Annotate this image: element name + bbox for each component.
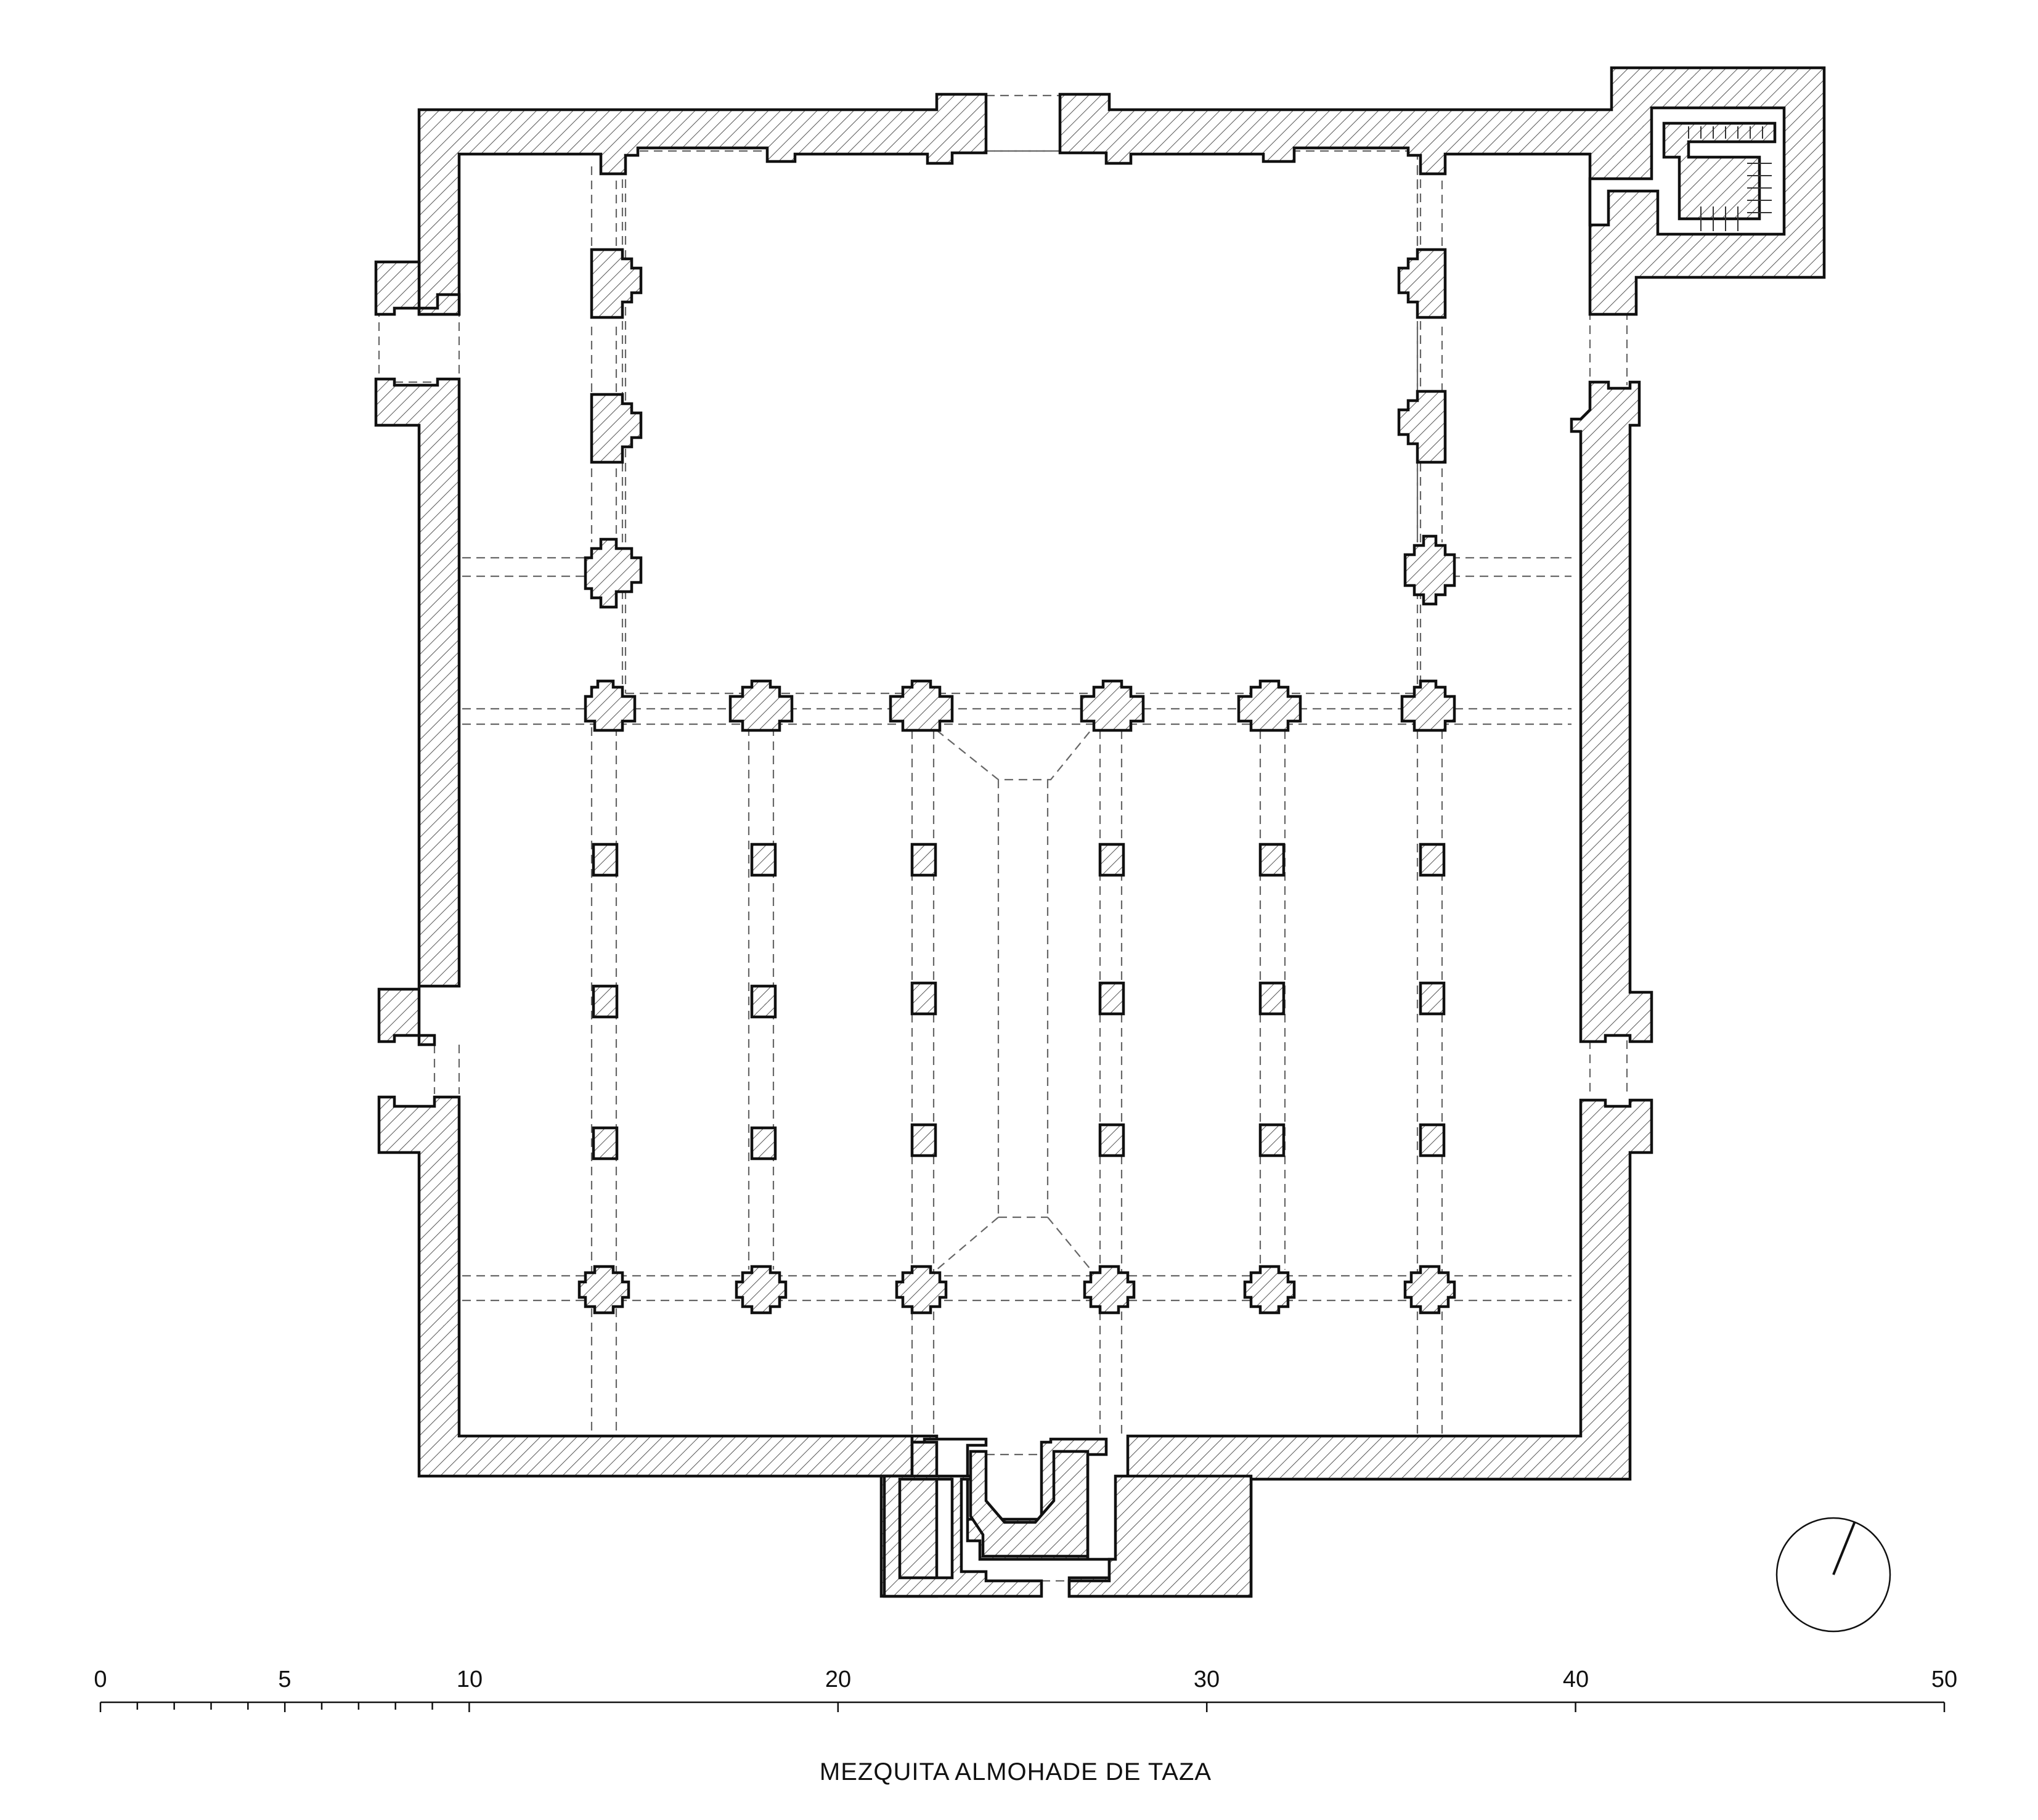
pier — [889, 679, 954, 732]
wall-north-east — [1058, 66, 1826, 316]
pier — [1397, 390, 1447, 464]
pier — [1403, 534, 1456, 606]
minaret-core — [1662, 121, 1777, 221]
column — [1098, 981, 1125, 1016]
column — [1258, 1123, 1286, 1157]
scale-label-0: 0 — [94, 1667, 107, 1692]
pier — [584, 537, 643, 609]
scale-ticks — [99, 1702, 1946, 1712]
qibla-row-piers — [584, 679, 1456, 732]
column — [910, 1123, 937, 1157]
mihrab-niche — [969, 1450, 1090, 1558]
scale-bar: 0 5 10 20 30 40 50 — [94, 1667, 1957, 1712]
pier — [590, 393, 643, 464]
column — [750, 1126, 777, 1161]
pier — [590, 248, 643, 319]
column — [750, 984, 777, 1019]
pier — [1080, 679, 1145, 732]
column — [910, 843, 937, 877]
wall-east-middle — [1570, 380, 1653, 1043]
column — [592, 843, 619, 877]
column — [1098, 843, 1125, 877]
column — [750, 843, 777, 877]
wall-west-middle — [374, 377, 461, 1047]
column — [910, 981, 937, 1016]
scale-label-20: 20 — [825, 1667, 851, 1692]
scale-label-5: 5 — [278, 1667, 291, 1692]
pier — [1243, 1265, 1296, 1315]
pier — [895, 1265, 948, 1315]
column — [1419, 843, 1446, 877]
pier — [577, 1265, 630, 1315]
scale-label-10: 10 — [457, 1667, 483, 1692]
pier — [1083, 1265, 1136, 1315]
courtyard-piers — [584, 248, 1456, 609]
scale-label-40: 40 — [1563, 1667, 1589, 1692]
column — [592, 984, 619, 1019]
north-arrow-circle — [1775, 1517, 1891, 1633]
outer-walls — [374, 66, 1826, 1598]
column — [592, 1126, 619, 1161]
column — [1419, 981, 1446, 1016]
pier — [1400, 679, 1456, 732]
south-annex-east — [1067, 1474, 1253, 1598]
cross-piers — [577, 1265, 1456, 1315]
scale-label-50: 50 — [1931, 1667, 1957, 1692]
wall-west-lower — [377, 1095, 914, 1478]
plan-title: MEZQUITA ALMOHADE DE TAZA — [820, 1758, 1212, 1785]
prayer-hall-columns — [592, 843, 1446, 1161]
pier — [735, 1265, 788, 1315]
north-arrow-needle — [1832, 1521, 1856, 1575]
column — [1258, 981, 1286, 1016]
wall-north-west — [417, 92, 988, 316]
column — [1098, 1123, 1125, 1157]
pier — [1237, 679, 1302, 732]
pier — [1397, 248, 1447, 319]
pier — [1403, 1265, 1456, 1315]
pier — [728, 679, 794, 732]
scale-label-30: 30 — [1194, 1667, 1220, 1692]
column — [1258, 843, 1286, 877]
stairs — [1688, 126, 1772, 231]
north-arrow — [1775, 1517, 1891, 1633]
column — [1419, 1123, 1446, 1157]
pier — [584, 679, 637, 732]
wall-west-upper — [374, 260, 461, 316]
